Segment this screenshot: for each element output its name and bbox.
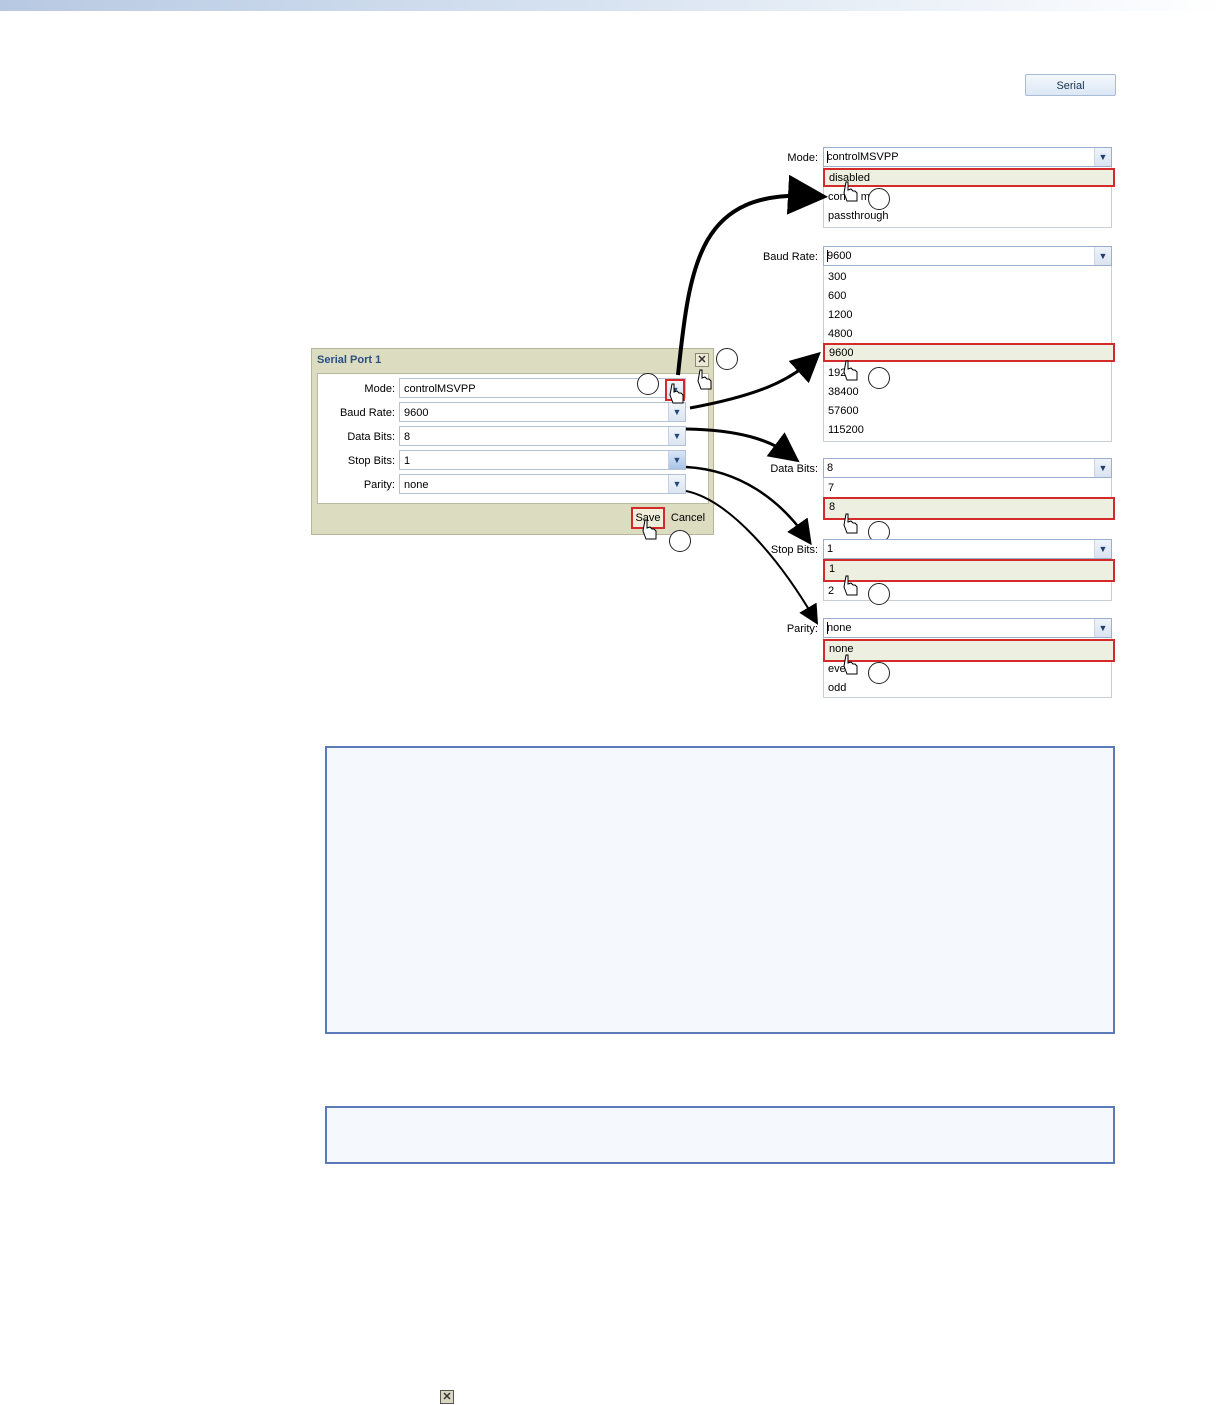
parity-select[interactable]: none ▼ — [399, 474, 686, 494]
step-callout — [637, 373, 659, 395]
page-header-band — [0, 0, 1224, 11]
dialog-body: Mode: controlMSVPP ▼ Baud Rate: 9600 ▼ D… — [317, 373, 709, 504]
stopbits-combo-value: 1 — [827, 543, 834, 555]
close-icon[interactable]: ✕ — [695, 353, 709, 367]
dialog-title: Serial Port 1 — [317, 354, 382, 366]
serial-tab-button[interactable]: Serial — [1025, 74, 1116, 96]
step-callout — [868, 662, 890, 684]
text-caret — [827, 151, 828, 163]
chevron-down-icon[interactable]: ▼ — [1094, 540, 1111, 558]
databits-row: Data Bits: 8 ▼ — [318, 426, 708, 448]
hand-pointer-icon — [642, 181, 858, 675]
parity-value: none — [404, 479, 429, 491]
stopbits-label: Stop Bits: — [347, 455, 395, 467]
stopbits-combo[interactable]: 1 ▼ — [823, 539, 1112, 559]
parity-label: Parity: — [786, 623, 818, 635]
option-none[interactable]: none — [823, 639, 1115, 662]
text-caret — [827, 250, 828, 262]
mode-combo-value: controlMSVPP — [827, 151, 899, 163]
databits-label: Data Bits: — [347, 431, 395, 443]
step-callout — [669, 530, 691, 552]
stopbits-label: Stop Bits: — [770, 544, 818, 556]
parity-label: Parity: — [363, 479, 395, 491]
chevron-down-icon[interactable]: ▼ — [668, 475, 685, 493]
chevron-down-icon[interactable]: ▼ — [668, 451, 685, 469]
option-300[interactable]: 300 — [828, 271, 847, 283]
mode-label: Mode: — [364, 383, 395, 395]
arrow-stopbits — [685, 465, 812, 546]
chevron-down-icon[interactable]: ▼ — [1094, 247, 1111, 265]
stopbits-row: Stop Bits: 1 ▼ — [318, 450, 708, 472]
option-text-start: cont — [828, 191, 849, 203]
cancel-button[interactable]: Cancel — [670, 512, 706, 524]
databits-combo-value: 8 — [827, 462, 834, 474]
option-2[interactable]: 2 — [828, 585, 835, 597]
chevron-down-icon[interactable]: ▼ — [1094, 459, 1111, 477]
stopbits-value: 1 — [404, 455, 411, 467]
option-1[interactable]: 1 — [823, 559, 1115, 582]
databits-label: Data Bits: — [770, 463, 818, 475]
stopbits-select[interactable]: 1 ▼ — [399, 450, 686, 470]
chevron-down-icon[interactable]: ▼ — [668, 403, 685, 421]
arrow-mode — [676, 174, 828, 376]
mode-value: controlMSVPP — [404, 383, 476, 395]
step-callout — [716, 348, 738, 370]
baud-combo[interactable]: 9600 ▼ — [823, 246, 1112, 266]
option-57600[interactable]: 57600 — [828, 405, 859, 417]
dialog-footer: Save Cancel — [317, 504, 709, 532]
option-115200[interactable]: 115200 — [828, 424, 864, 436]
option-odd[interactable]: odd — [828, 682, 847, 694]
note-box — [325, 1106, 1115, 1164]
chevron-down-icon[interactable]: ▼ — [668, 427, 685, 445]
option-4800[interactable]: 4800 — [828, 328, 853, 340]
serial-port-dialog: Serial Port 1 ✕ Mode: controlMSVPP ▼ Bau… — [311, 348, 714, 535]
baud-value: 9600 — [404, 407, 429, 419]
parity-option-list: none eve odd — [823, 638, 1115, 698]
option-600[interactable]: 600 — [828, 290, 847, 302]
option-text-end: m — [860, 191, 870, 203]
option-passthrough[interactable]: passthrough — [828, 210, 889, 222]
step-callout — [868, 367, 890, 389]
save-button[interactable]: Save — [631, 507, 665, 529]
option-disabled[interactable]: disabled — [823, 168, 1115, 187]
mode-label: Mode: — [787, 152, 818, 164]
step-callout — [868, 188, 890, 210]
baud-option-list: 300 600 1200 4800 9600 192 38400 57600 1… — [823, 266, 1115, 442]
baud-combo-value: 9600 — [827, 250, 852, 262]
chevron-down-icon[interactable]: ▼ — [1094, 148, 1111, 166]
arrow-databits — [685, 427, 800, 463]
option-9600[interactable]: 9600 — [823, 343, 1115, 362]
parity-row: Parity: none ▼ — [318, 474, 708, 496]
databits-combo[interactable]: 8 ▼ — [823, 458, 1112, 478]
close-icon: ✕ — [440, 1390, 454, 1404]
option-38400[interactable]: 38400 — [828, 386, 859, 398]
option-8[interactable]: 8 — [823, 497, 1115, 520]
option-1200[interactable]: 1200 — [828, 309, 853, 321]
text-caret — [827, 622, 828, 634]
mode-combo[interactable]: controlMSVPP ▼ — [823, 147, 1112, 167]
option-7[interactable]: 7 — [828, 482, 835, 494]
step-callout — [868, 583, 890, 605]
arrow-baud — [689, 351, 821, 410]
option-19200[interactable]: 192 — [828, 367, 847, 379]
databits-select[interactable]: 8 ▼ — [399, 426, 686, 446]
parity-combo[interactable]: none ▼ — [823, 618, 1112, 638]
databits-option-list: 7 8 — [823, 478, 1115, 520]
baud-select[interactable]: 9600 ▼ — [399, 402, 686, 422]
parity-combo-value: none — [827, 622, 852, 634]
baud-label: Baud Rate: — [339, 407, 395, 419]
chevron-down-icon[interactable]: ▼ — [1094, 619, 1111, 637]
databits-value: 8 — [404, 431, 411, 443]
option-even[interactable]: eve — [828, 663, 846, 675]
baud-row: Baud Rate: 9600 ▼ — [318, 402, 708, 424]
baud-label: Baud Rate: — [762, 251, 818, 263]
note-box — [325, 746, 1115, 1034]
arrow-parity — [685, 490, 819, 625]
